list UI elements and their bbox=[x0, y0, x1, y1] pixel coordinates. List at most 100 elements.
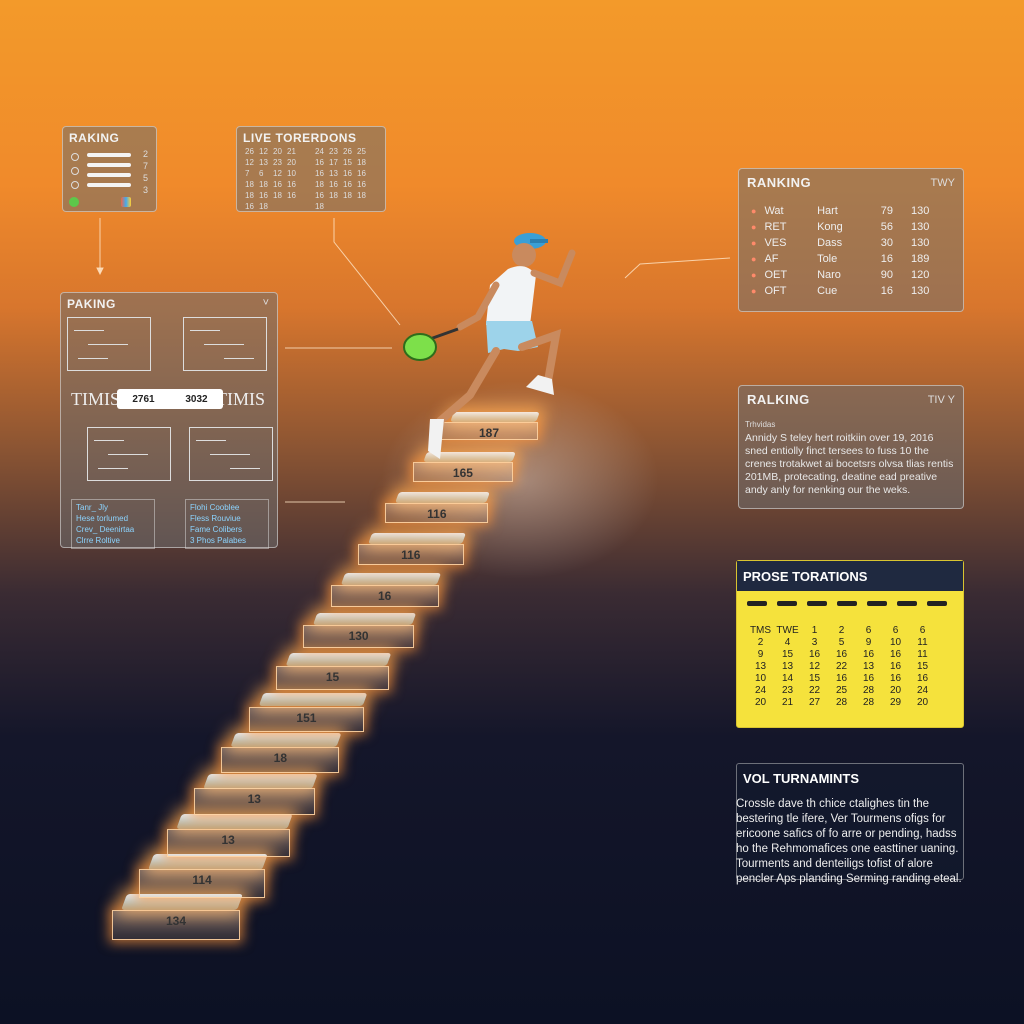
live-grid-cell: 15 bbox=[343, 158, 352, 167]
calendar-cell: 20 bbox=[754, 697, 767, 708]
stair-step: 187 bbox=[440, 412, 540, 440]
player-shirt bbox=[486, 266, 536, 325]
live-grid-cell: 20 bbox=[287, 158, 296, 167]
tournaments-title: VOL TURNAMINTS bbox=[743, 771, 860, 786]
player-row: Flohi Cooblee bbox=[190, 503, 240, 512]
score-left: 2761 bbox=[132, 393, 155, 405]
calendar-cell: 9 bbox=[757, 649, 764, 660]
calendar-cell: 21 bbox=[781, 697, 794, 708]
live-grid-cell: 18 bbox=[357, 158, 366, 167]
live-grid-cell: 18 bbox=[315, 202, 324, 211]
rank-icon: ● bbox=[751, 222, 757, 232]
live-grid-cell: 23 bbox=[273, 158, 282, 167]
tennis-racket-icon bbox=[403, 333, 437, 361]
bracket-widget[interactable]: PAKING ˅ TIMIS TIMIS 2761 3032 Tanr_ Jly… bbox=[60, 292, 278, 549]
ranking-name: Naro bbox=[817, 269, 841, 281]
ranking-total: 130 bbox=[911, 237, 930, 249]
live-grid-cell bbox=[301, 147, 315, 156]
calendar-cell: 15 bbox=[808, 673, 821, 684]
calendar-cell: 22 bbox=[808, 685, 821, 696]
calendar-cell bbox=[936, 637, 963, 648]
calendar-cell bbox=[936, 673, 963, 684]
live-grid-cell: 18 bbox=[245, 180, 254, 189]
calendar-cell: 24 bbox=[754, 685, 767, 696]
live-grid-cell bbox=[343, 202, 357, 211]
player-table: Tanr_ Jly Hese torlumed Crev_ Deenirtaa … bbox=[71, 499, 155, 549]
calendar-cell: 12 bbox=[808, 661, 821, 672]
calendar-cell: 16 bbox=[889, 649, 902, 660]
stair-step: 116 bbox=[385, 492, 491, 524]
calendar-cell: 16 bbox=[862, 673, 875, 684]
calendar-cell: 5 bbox=[838, 637, 845, 648]
calendar-cell: 13 bbox=[781, 661, 794, 672]
rank-icon: ● bbox=[751, 286, 757, 296]
ranking-name: Dass bbox=[817, 237, 843, 249]
connector-arrowhead bbox=[96, 267, 104, 276]
ranking-points: 79 bbox=[880, 205, 894, 217]
stair-step: 151 bbox=[248, 693, 367, 732]
player-row: Fame Colibers bbox=[190, 525, 243, 534]
ranking-bar bbox=[87, 163, 131, 167]
live-grid-cell: 18 bbox=[357, 191, 366, 200]
calendar-cell bbox=[936, 697, 963, 708]
stair-label: 18 bbox=[273, 751, 287, 766]
player-arm bbox=[456, 281, 500, 331]
ranking-total: 189 bbox=[911, 253, 930, 265]
refresh-icon bbox=[71, 153, 79, 161]
live-grid-cell bbox=[301, 158, 315, 167]
stair-label: 16 bbox=[377, 588, 392, 603]
ranking-widget-small[interactable]: RAKING 2 7 5 3 bbox=[62, 126, 157, 212]
connector-line bbox=[624, 257, 731, 279]
ranking-bar bbox=[87, 173, 131, 177]
calendar-cell: 9 bbox=[865, 637, 872, 648]
dot-icon bbox=[71, 181, 79, 189]
calendar-cell: 28 bbox=[862, 697, 875, 708]
stair-step: 116 bbox=[358, 532, 466, 565]
live-grid-cell: 16 bbox=[329, 180, 338, 189]
ranking-badge: TWY bbox=[930, 177, 955, 189]
live-grid-cell bbox=[301, 169, 315, 178]
calendar-cell: 3 bbox=[811, 637, 818, 648]
live-grid-cell: 6 bbox=[259, 169, 264, 178]
tournaments-widget[interactable]: VOL TURNAMINTS bbox=[736, 763, 964, 880]
ranking-total: 120 bbox=[911, 269, 930, 281]
calendar-cell: 1 bbox=[811, 625, 818, 636]
stair-label: 13 bbox=[247, 792, 261, 807]
news-widget[interactable]: RALKING TIV Y Trhvidas Annidy S teley he… bbox=[738, 385, 964, 509]
stair-step: 130 bbox=[303, 612, 417, 649]
live-grid-cell: 26 bbox=[245, 147, 254, 156]
ranking-code: RET bbox=[764, 221, 787, 233]
live-grid-cell: 12 bbox=[259, 147, 268, 156]
calendar-cell: 22 bbox=[835, 661, 848, 672]
calendar-cell: 15 bbox=[781, 649, 794, 660]
player-leg bbox=[436, 347, 500, 425]
live-grid-cell: 12 bbox=[273, 169, 282, 178]
news-title: RALKING bbox=[747, 392, 810, 407]
ranking-code: OFT bbox=[764, 285, 787, 297]
live-grid-cell: 16 bbox=[287, 191, 296, 200]
calendar-cell: 20 bbox=[916, 697, 929, 708]
live-grid-cell: 16 bbox=[315, 191, 324, 200]
calendar-cell: 28 bbox=[862, 685, 875, 696]
calendar-cell: 16 bbox=[862, 649, 875, 660]
calendar-cell: 15 bbox=[916, 661, 929, 672]
live-grid-cell: 12 bbox=[245, 158, 254, 167]
live-grid-cell: 10 bbox=[287, 169, 296, 178]
calendar-cell bbox=[936, 625, 963, 636]
ranking-num: 7 bbox=[143, 161, 149, 171]
calendar-cell: 27 bbox=[808, 697, 821, 708]
live-grid-cell bbox=[357, 202, 371, 211]
live-grid-cell: 16 bbox=[315, 158, 324, 167]
calendar-cell: 25 bbox=[835, 685, 848, 696]
chevron-down-icon[interactable]: ˅ bbox=[262, 297, 269, 309]
